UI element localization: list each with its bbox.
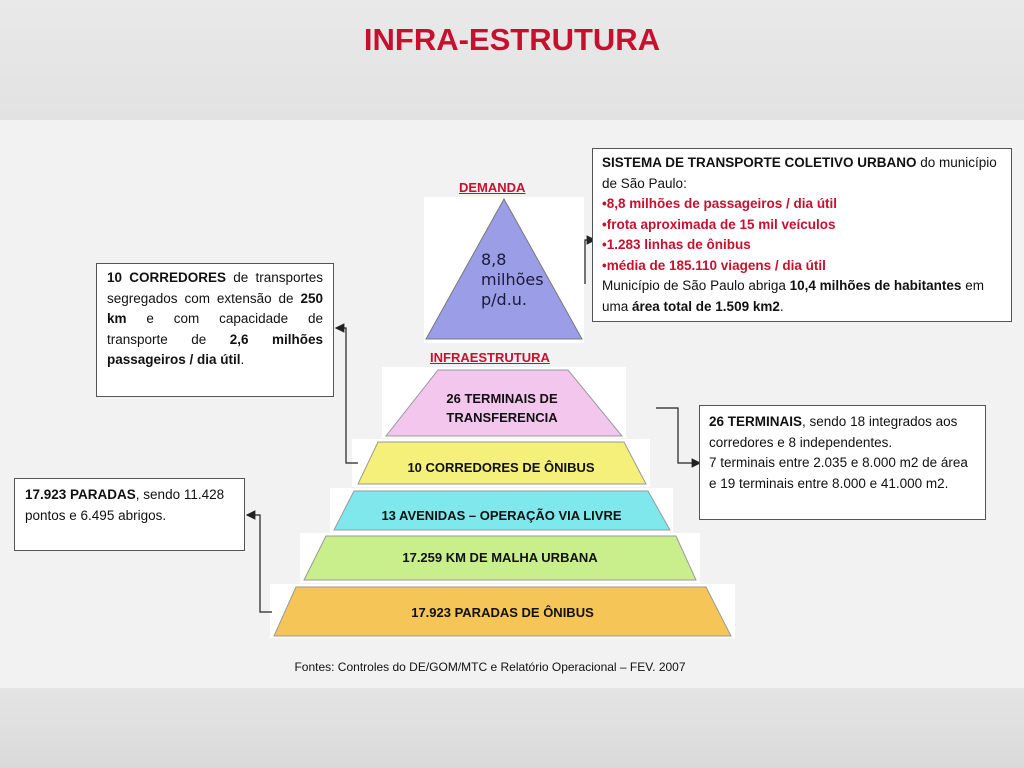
sistema-heading-bold: SISTEMA DE TRANSPORTE COLETIVO URBANO <box>602 155 917 170</box>
sistema-tail-pre: Município de São Paulo abriga <box>602 278 790 293</box>
slide-title: INFRA-ESTRUTURA <box>363 22 661 57</box>
sistema-bullet-passageiros: •8,8 milhões de passageiros / dia útil <box>602 196 838 211</box>
sistema-tail-mid: em uma <box>602 278 984 314</box>
corredores-text-3: . <box>240 352 245 367</box>
corredores-text-1: de transportes segregados com extensão d… <box>107 270 323 306</box>
pyramid-text-avenidas: 13 AVENIDAS – OPERAÇÃO VIA LIVRE <box>381 508 622 523</box>
connector-demanda-arrow <box>584 235 597 284</box>
pyramid-text-terminais-line-1: 26 TERMINAIS DE <box>446 391 558 406</box>
footer-band <box>0 688 1024 768</box>
demanda-line-1: 8,8 <box>481 250 507 269</box>
pyramid-text-malha: 17.259 KM DE MALHA URBANA <box>402 550 598 565</box>
paradas-text: , sendo 11.428 pontos e 6.495 abrigos. <box>25 487 225 523</box>
sistema-bullet-linhas: •1.283 linhas de ônibus <box>602 237 751 252</box>
terminais-box: 26 TERMINAIS, sendo 18 integrados aos co… <box>699 405 986 520</box>
pyramid-text-corredores: 10 CORREDORES DE ÔNIBUS <box>407 460 595 475</box>
corredores-text-2: e com capacidade de transporte de <box>107 311 323 347</box>
sistema-tail-habitantes: 10,4 milhões de habitantes <box>789 278 962 293</box>
corredores-bold-1: 10 CORREDORES <box>107 270 226 285</box>
corredores-bold-3: 2,6 milhões passageiros / dia útil <box>107 331 323 368</box>
paradas-bold: 17.923 PARADAS <box>25 487 136 502</box>
sistema-heading: SISTEMA DE TRANSPORTE COLETIVO URBANO do… <box>602 153 1002 194</box>
source-note: Fontes: Controles do DE/GOM/MTC e Relató… <box>294 660 686 674</box>
terminais-text-2: 7 terminais entre 2.035 e 8.000 m2 de ár… <box>709 455 968 491</box>
terminais-bold: 26 TERMINAIS <box>709 414 803 429</box>
sistema-heading-rest: do município de São Paulo: <box>602 155 997 191</box>
connector-terminais-arrow <box>656 407 702 468</box>
sistema-tail: Município de São Paulo abriga 10,4 milhõ… <box>602 276 1002 317</box>
demanda-line-2: milhões <box>481 270 544 289</box>
pyramid-level-paradas <box>273 586 732 637</box>
sistema-tail-end: . <box>779 298 784 314</box>
demanda-line-3: p/d.u. <box>481 290 528 309</box>
terminais-line-1: 26 TERMINAIS, sendo 18 integrados aos co… <box>709 412 976 453</box>
demanda-value: 8,8 milhões p/d.u. <box>481 250 544 310</box>
header-band <box>0 0 1024 120</box>
pyramid-level-malha <box>303 535 697 581</box>
sistema-transporte-box: SISTEMA DE TRANSPORTE COLETIVO URBANO do… <box>592 148 1012 322</box>
pyramid-text-terminais-line-2: TRANSFERENCIA <box>446 410 558 425</box>
connector-paradas-arrow <box>245 510 272 613</box>
pyramid-text-terminais: 26 TERMINAIS DE TRANSFERENCIA <box>402 389 602 427</box>
paradas-box: 17.923 PARADAS, sendo 11.428 pontos e 6.… <box>14 478 245 551</box>
terminais-text-1: , sendo 18 integrados aos corredores e 8… <box>709 414 958 450</box>
pyramid-text-paradas: 17.923 PARADAS DE ÔNIBUS <box>411 605 594 620</box>
corredores-bold-2: 250 km <box>107 290 323 327</box>
pyramid-level-corredores <box>357 441 647 485</box>
corredores-box: 10 CORREDORES de transportes segregados … <box>96 263 334 397</box>
sistema-bullet-frota: •frota aproximada de 15 mil veículos <box>602 216 836 232</box>
connector-corredores-arrow <box>334 323 358 464</box>
demand-triangle <box>425 197 583 340</box>
pyramid-level-terminais <box>384 369 624 437</box>
pyramid-level-avenidas <box>333 490 671 531</box>
sistema-tail-area: área total de 1.509 km2 <box>632 298 780 314</box>
demanda-label: DEMANDA <box>459 180 526 195</box>
sistema-bullet-viagens: •média de 185.110 viagens / dia útil <box>602 257 826 273</box>
infraestrutura-label: INFRAESTRUTURA <box>430 350 550 365</box>
